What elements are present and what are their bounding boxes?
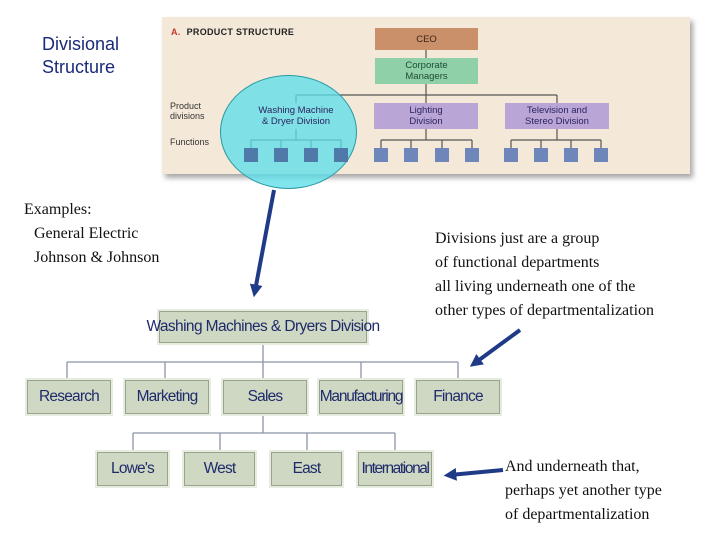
functions-label: Functions bbox=[170, 137, 210, 147]
note-line: of functional departments bbox=[435, 254, 600, 271]
function-square bbox=[435, 148, 449, 162]
function-square bbox=[465, 148, 479, 162]
product-divisions-label-line-1: Product bbox=[170, 101, 202, 111]
divisions-note: Divisions just are a group of functional… bbox=[435, 227, 654, 323]
title-line-1: Divisional bbox=[42, 34, 120, 54]
org-region-lowes: Lowe's bbox=[95, 450, 170, 488]
note-line: all living underneath one of the bbox=[435, 278, 636, 295]
arrow-to-division bbox=[249, 189, 276, 298]
division-label-line-1: Washing Machine bbox=[258, 105, 334, 116]
division-label-line-1: Television and bbox=[526, 105, 588, 116]
television-stereo-division-box: Television and Stereo Division bbox=[505, 103, 609, 129]
org-region-international: International bbox=[356, 450, 434, 488]
examples-heading: Examples: bbox=[24, 201, 92, 218]
function-square bbox=[334, 148, 348, 162]
function-square bbox=[564, 148, 578, 162]
org-region-label: East bbox=[292, 460, 322, 477]
note-line: Divisions just are a group bbox=[435, 230, 600, 247]
washing-machine-division-box: Washing Machine & Dryer Division bbox=[244, 103, 348, 129]
product-divisions-label: Product divisions bbox=[170, 101, 205, 121]
panel-heading: A. PRODUCT STRUCTURE bbox=[171, 27, 294, 37]
org-function-manufacturing: Manufacturing bbox=[317, 378, 405, 416]
note-line: other types of departmentalization bbox=[435, 302, 655, 319]
org-function-marketing: Marketing bbox=[123, 378, 211, 416]
org-function-finance: Finance bbox=[414, 378, 502, 416]
note-line: And underneath that, bbox=[505, 458, 640, 475]
corporate-label-line-1: Corporate bbox=[405, 60, 448, 71]
ceo-label: CEO bbox=[416, 33, 437, 45]
note-line: of departmentalization bbox=[505, 506, 650, 523]
org-top-division: Washing Machines & Dryers Division bbox=[146, 309, 380, 345]
lighting-division-box: Lighting Division bbox=[374, 103, 478, 129]
org-function-label: Sales bbox=[247, 388, 284, 405]
division-label-line-1: Lighting bbox=[409, 105, 443, 116]
title-line-2: Structure bbox=[42, 57, 116, 77]
corporate-label-line-2: Managers bbox=[405, 71, 448, 82]
function-square bbox=[374, 148, 388, 162]
org-region-label: West bbox=[203, 460, 237, 477]
panel-heading-number: A. bbox=[171, 27, 181, 37]
function-square bbox=[304, 148, 318, 162]
note-line: perhaps yet another type bbox=[505, 482, 662, 499]
example-item: General Electric bbox=[34, 225, 139, 242]
org-function-label: Finance bbox=[433, 388, 483, 405]
panel-heading-text: PRODUCT STRUCTURE bbox=[186, 27, 295, 37]
function-square bbox=[504, 148, 518, 162]
org-region-label: Lowe's bbox=[111, 460, 155, 477]
division-label-line-2: & Dryer Division bbox=[261, 116, 331, 127]
function-square bbox=[594, 148, 608, 162]
function-square bbox=[244, 148, 258, 162]
example-item: Johnson & Johnson bbox=[34, 249, 160, 266]
org-region-east: East bbox=[269, 450, 344, 488]
slide-title: Divisional Structure bbox=[42, 33, 119, 79]
function-square bbox=[274, 148, 288, 162]
arrow-to-international bbox=[443, 468, 504, 481]
org-region-label: International bbox=[361, 460, 430, 477]
org-function-research: Research bbox=[25, 378, 113, 416]
underneath-note: And underneath that, perhaps yet another… bbox=[505, 455, 662, 527]
division-label-line-2: Division bbox=[409, 116, 443, 127]
org-function-label: Marketing bbox=[136, 388, 199, 405]
function-square bbox=[534, 148, 548, 162]
org-function-sales: Sales bbox=[221, 378, 309, 416]
highlight-circle bbox=[220, 75, 357, 189]
examples-text: Examples: General Electric Johnson & Joh… bbox=[24, 198, 159, 270]
division-label-line-2: Stereo Division bbox=[525, 116, 589, 127]
org-function-label: Manufacturing bbox=[319, 388, 404, 405]
function-square bbox=[404, 148, 418, 162]
corporate-managers-box: Corporate Managers bbox=[375, 58, 478, 84]
org-top-label: Washing Machines & Dryers Division bbox=[146, 318, 380, 335]
org-region-west: West bbox=[182, 450, 257, 488]
org-function-label: Research bbox=[39, 388, 100, 405]
arrow-to-finance bbox=[469, 328, 522, 367]
product-divisions-label-line-2: divisions bbox=[170, 111, 205, 121]
ceo-box: CEO bbox=[375, 28, 478, 50]
